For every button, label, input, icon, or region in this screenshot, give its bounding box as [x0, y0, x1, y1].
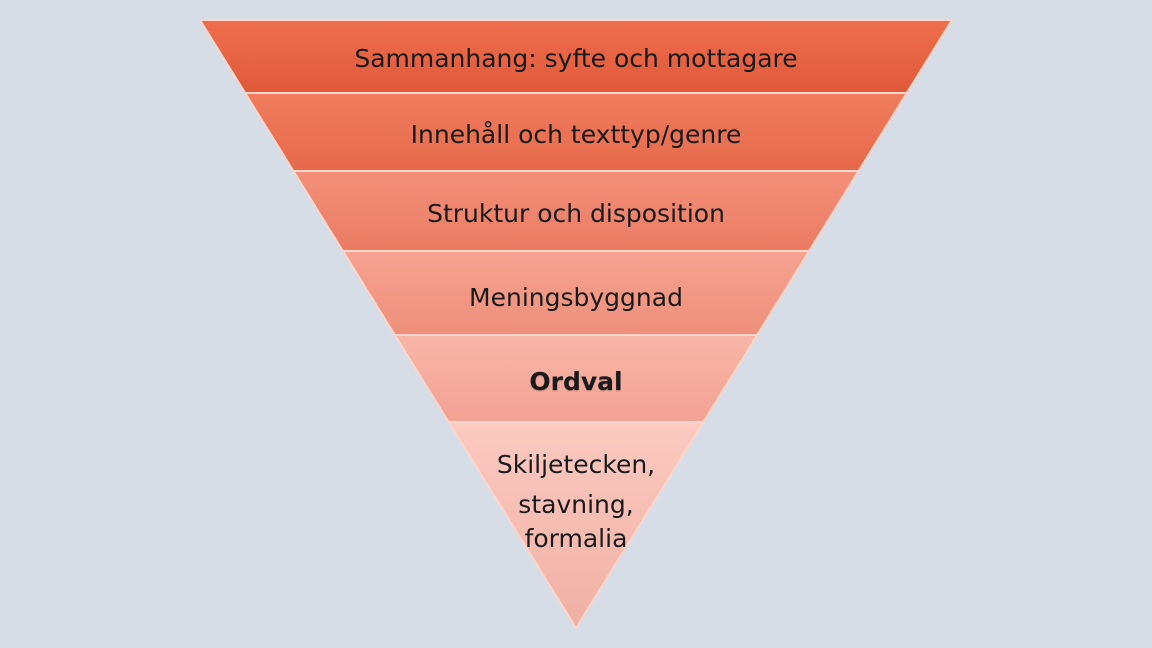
pyramid-layer-4-label: Meningsbyggnad [469, 283, 683, 312]
pyramid-layer-2-label: Innehåll och texttyp/genre [411, 120, 742, 149]
pyramid-layer-6-label: Skiljetecken, [497, 450, 655, 479]
pyramid-layer-3-label: Struktur och disposition [427, 199, 725, 228]
pyramid-layer-6-label: stavning, [518, 490, 633, 519]
pyramid-layer-1-label: Sammanhang: syfte och mottagare [354, 44, 797, 73]
pyramid-layer-6 [446, 421, 706, 630]
pyramid-layer-6-label: formalia [525, 524, 628, 553]
pyramid-layer-5-label: Ordval [529, 367, 622, 396]
